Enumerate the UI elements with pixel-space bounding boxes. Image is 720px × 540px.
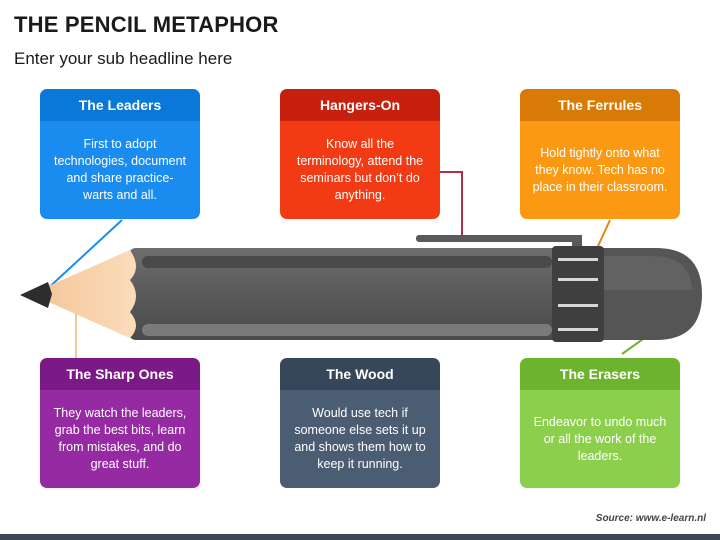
hangers-connector	[440, 171, 463, 236]
bottom-bar	[0, 534, 720, 540]
pencil-ferrule	[552, 246, 604, 342]
pencil-wood	[44, 250, 136, 338]
card-leaders-text: First to adopt technologies, document an…	[40, 121, 200, 219]
pencil-graphite	[20, 282, 52, 308]
card-erasers-title: The Erasers	[520, 358, 680, 390]
card-leaders-title: The Leaders	[40, 89, 200, 121]
card-hangers-on-text: Know all the terminology, attend the sem…	[280, 121, 440, 219]
card-sharp-ones-text: They watch the leaders, grab the best bi…	[40, 390, 200, 488]
source-credit: Source: www.e-learn.nl	[595, 513, 706, 524]
pencil-clip	[416, 235, 582, 242]
card-ferrules-text: Hold tightly onto what they know. Tech h…	[520, 121, 680, 219]
page-title: THE PENCIL METAPHOR	[14, 12, 279, 37]
pencil-body	[128, 248, 568, 340]
card-ferrules-title: The Ferrules	[520, 89, 680, 121]
card-erasers-text: Endeavor to undo much or all the work of…	[520, 390, 680, 488]
card-wood-title: The Wood	[280, 358, 440, 390]
card-sharp-ones-title: The Sharp Ones	[40, 358, 200, 390]
card-wood-text: Would use tech if someone else sets it u…	[280, 390, 440, 488]
leaders-connector	[43, 219, 123, 293]
page-subtitle: Enter your sub headline here	[14, 49, 233, 68]
card-hangers-on-title: Hangers-On	[280, 89, 440, 121]
